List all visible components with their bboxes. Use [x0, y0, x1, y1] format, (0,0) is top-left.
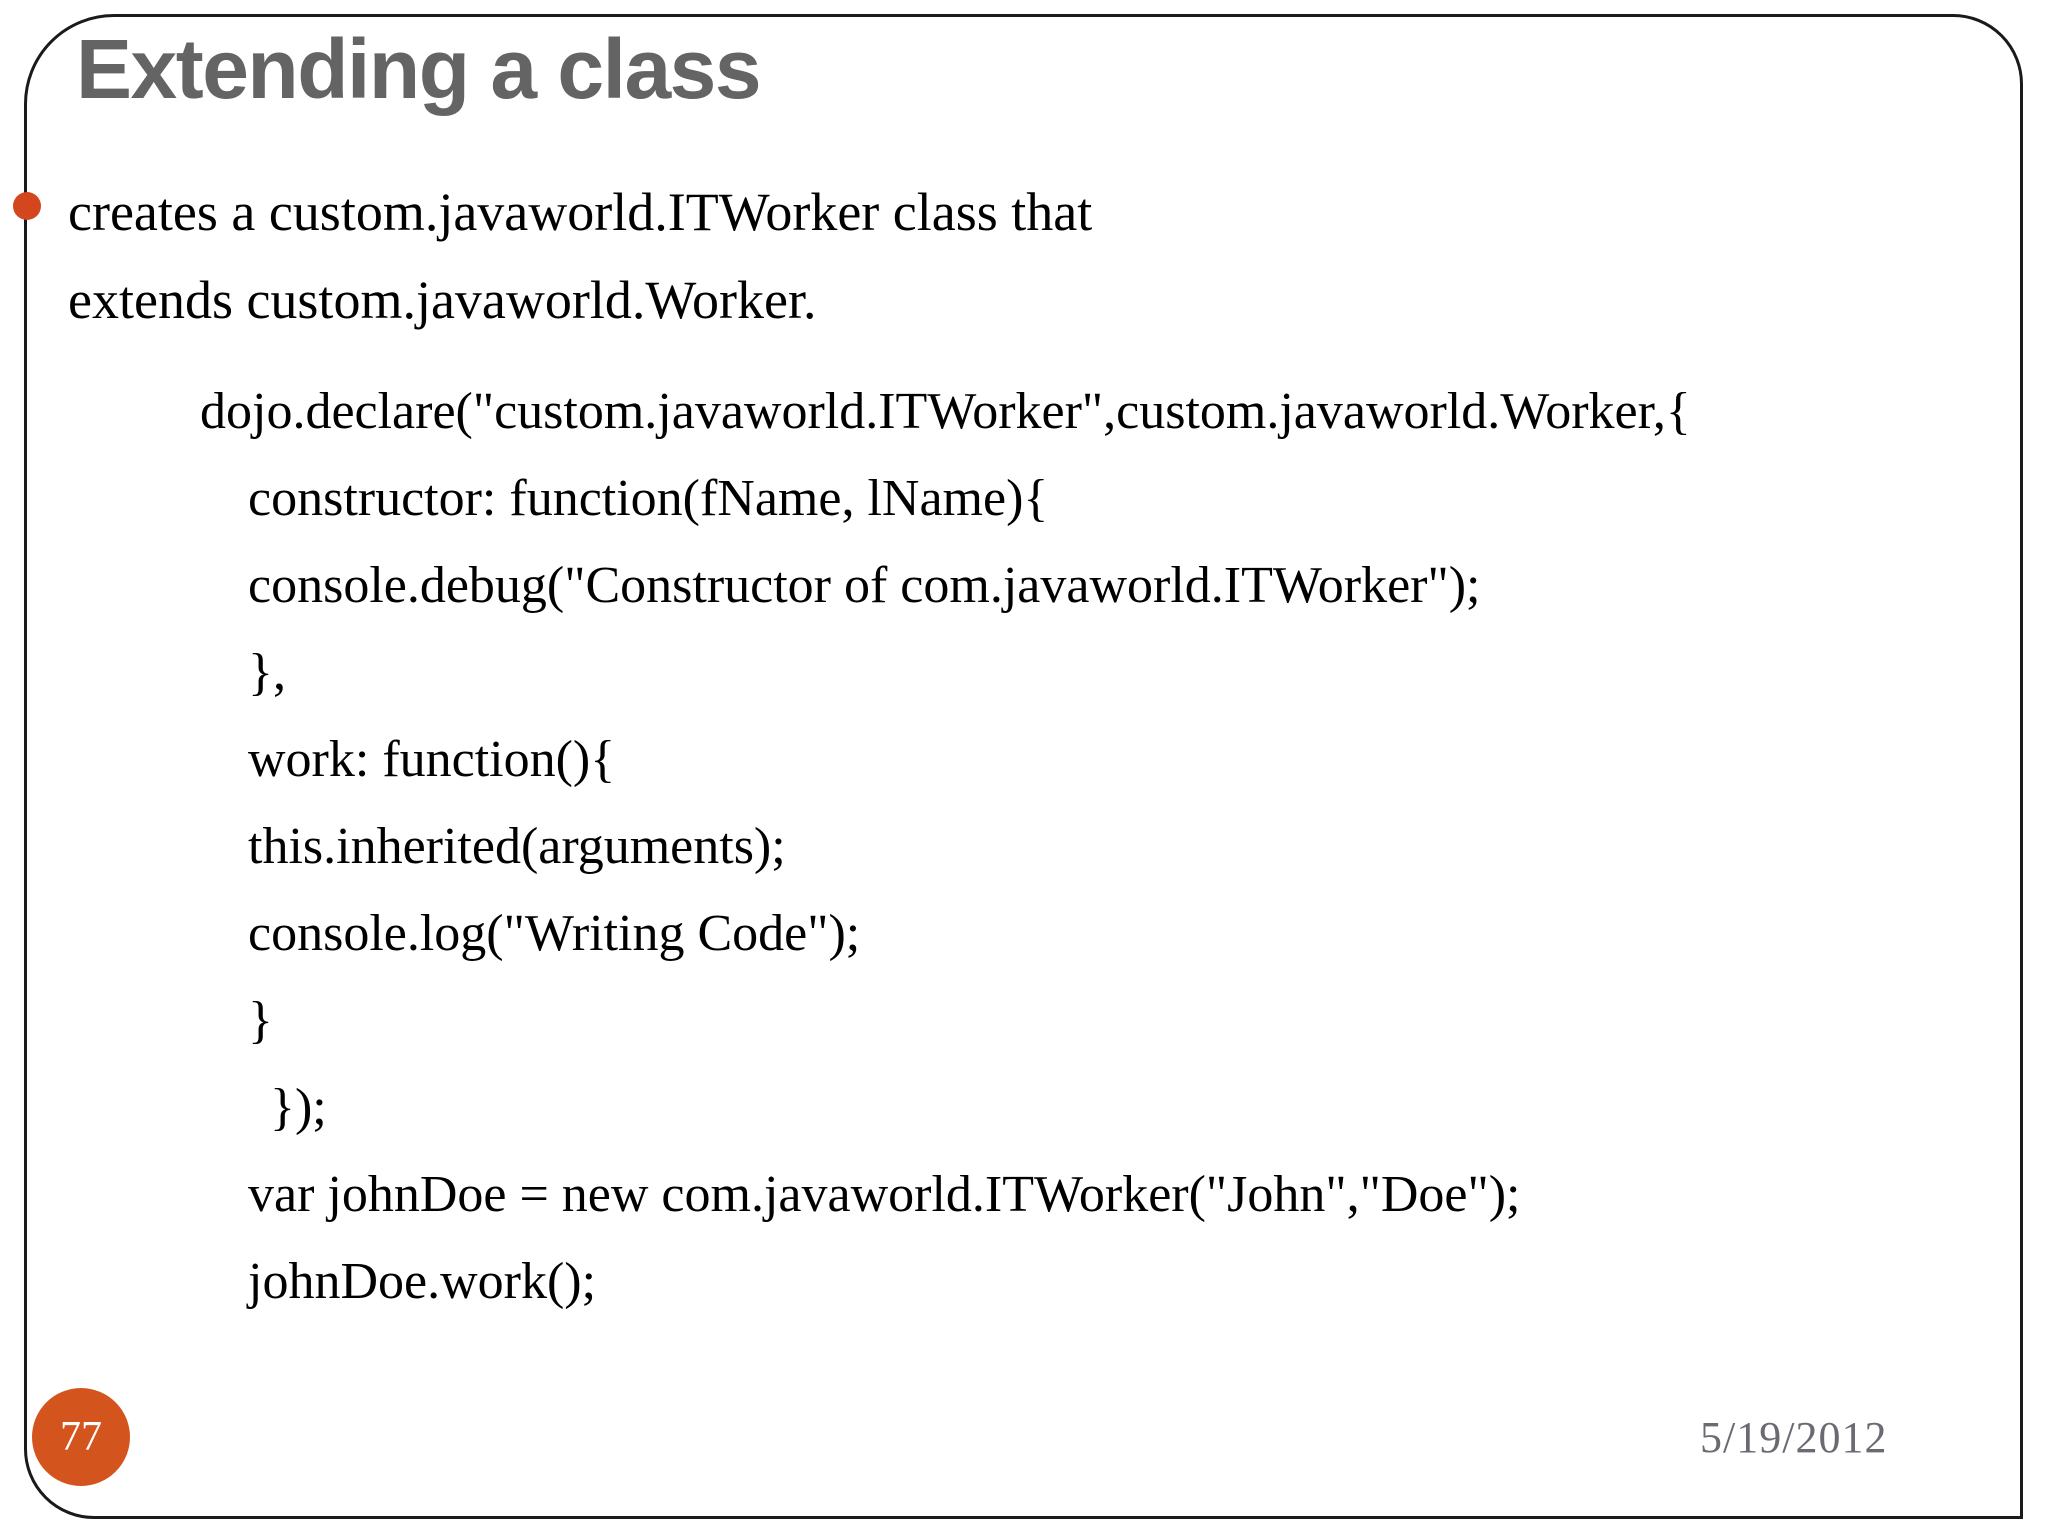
- code-line: work: function(){: [248, 731, 616, 788]
- code-line: });: [257, 1079, 327, 1136]
- slide-date: 5/19/2012: [1700, 1413, 1888, 1462]
- bullet-dot-icon: [13, 192, 41, 220]
- bullet-line-1: creates a custom.javaworld.ITWorker clas…: [68, 182, 1093, 242]
- page-number-badge: 77: [32, 1388, 130, 1486]
- code-line: johnDoe.work();: [248, 1253, 597, 1310]
- code-line: }: [248, 992, 273, 1049]
- code-line: this.inherited(arguments);: [248, 818, 786, 875]
- code-line: dojo.declare("custom.javaworld.ITWorker"…: [200, 383, 1691, 440]
- code-line: },: [248, 644, 286, 701]
- code-block: dojo.declare("custom.javaworld.ITWorker"…: [200, 368, 2020, 1325]
- page-title: Extending a class: [76, 22, 762, 116]
- bullet-paragraph: creates a custom.javaworld.ITWorker clas…: [68, 168, 1568, 344]
- code-line: var johnDoe = new com.javaworld.ITWorker…: [248, 1166, 1521, 1223]
- code-line: console.debug("Constructor of com.javawo…: [248, 557, 1481, 614]
- code-line: console.log("Writing Code");: [248, 905, 861, 962]
- bullet-line-2: extends custom.javaworld.Worker.: [68, 270, 817, 330]
- code-line: constructor: function(fName, lName){: [248, 470, 1049, 527]
